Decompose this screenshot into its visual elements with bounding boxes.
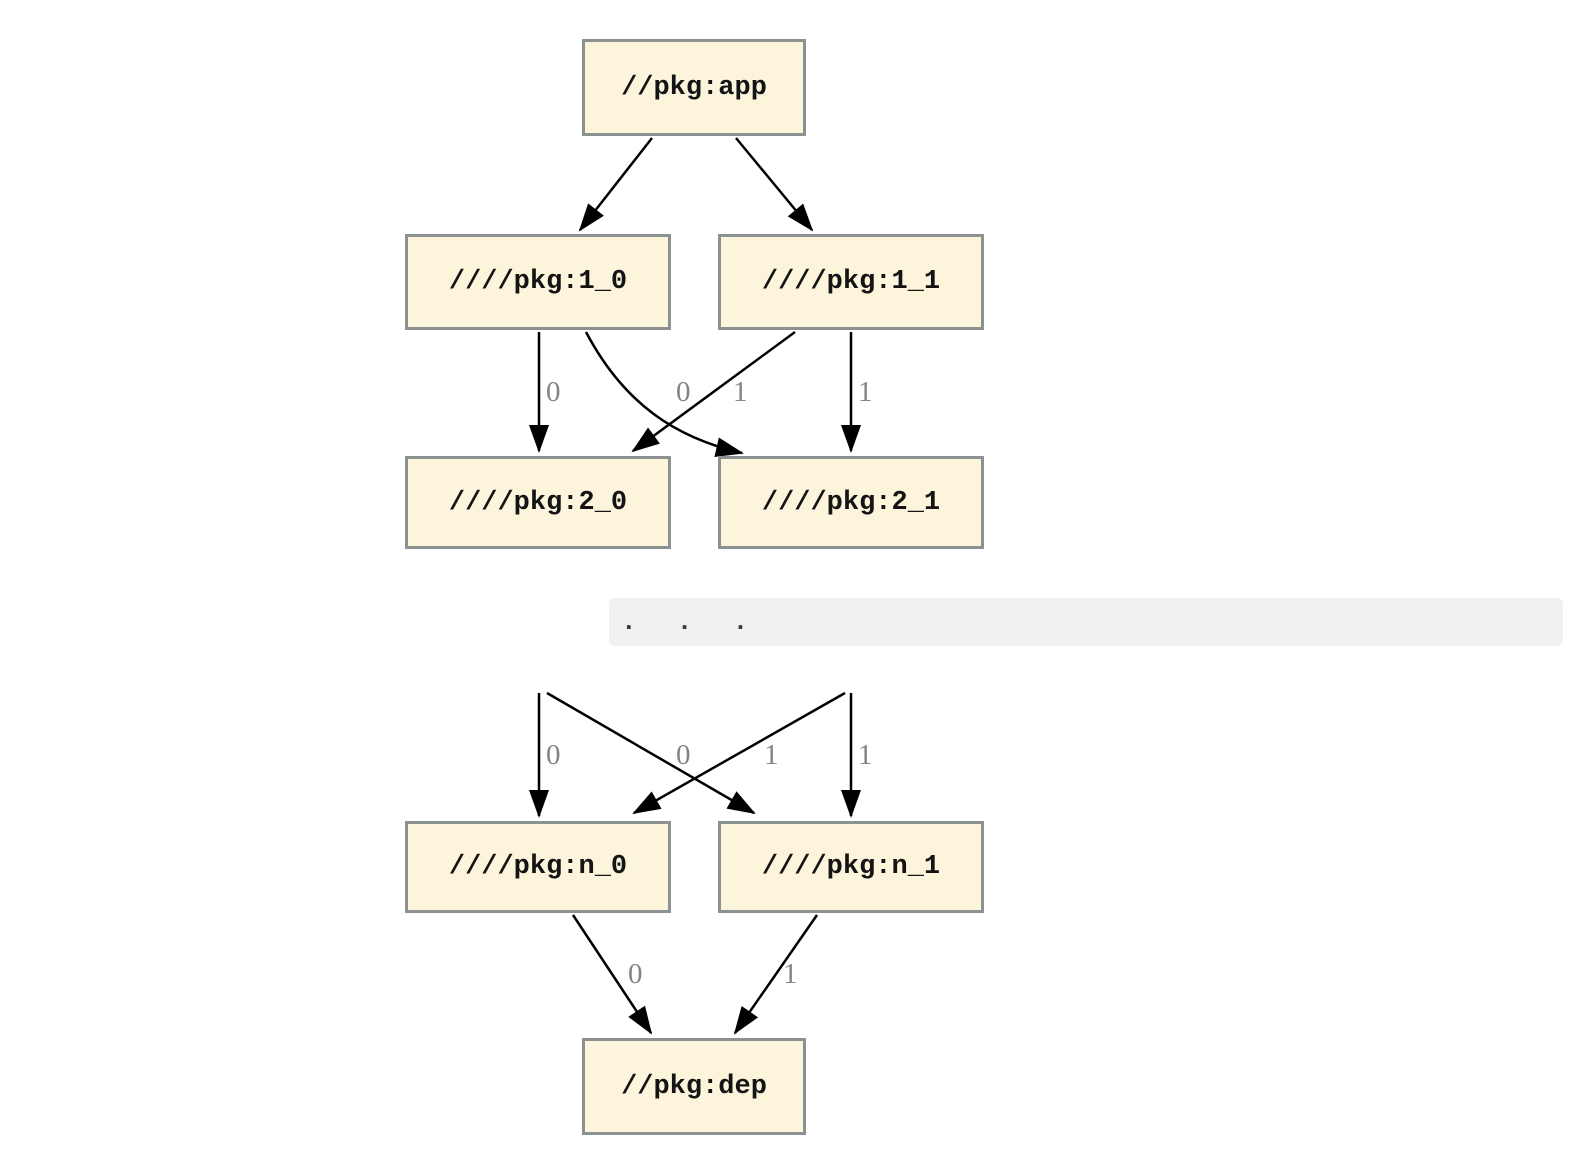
edge-prev-1-n-0	[632, 691, 846, 815]
node-pkg-2-0-label: ////pkg:2_0	[448, 487, 628, 518]
node-pkg-1-0-label: ////pkg:1_0	[448, 267, 628, 297]
node-pkg-2-1: ////pkg:2_1	[718, 456, 984, 549]
edge-label-n-0-dep: 0	[628, 958, 643, 990]
edge-label-1-1-2-1: 1	[858, 376, 873, 408]
edge-label-1-0-2-0: 0	[546, 376, 561, 408]
ellipsis-text: . . .	[621, 607, 752, 637]
edge-1-0-2-1	[584, 331, 744, 457]
edge-label-n-1-dep: 1	[783, 958, 798, 990]
edge-1-1-2-0	[631, 330, 796, 453]
node-pkg-2-0: ////pkg:2_0	[405, 456, 671, 549]
edge-n-1-dep	[733, 914, 819, 1035]
node-pkg-n-1-label: ////pkg:n_1	[761, 852, 941, 882]
node-pkg-2-1-label: ////pkg:2_1	[761, 487, 941, 518]
edge-prev-0-n-1	[546, 691, 756, 815]
node-pkg-1-1-label: ////pkg:1_1	[761, 267, 941, 297]
node-pkg-app-label: //pkg:app	[621, 72, 767, 103]
edge-label-1-1-2-0: 1	[733, 376, 748, 408]
edge-app-1-0	[578, 137, 653, 232]
edge-label-prev-1-n-1: 1	[858, 739, 873, 771]
ellipsis-band: . . .	[609, 598, 1563, 646]
edge-label-prev-0-n-1: 0	[676, 739, 691, 771]
node-pkg-n-0-label: ////pkg:n_0	[448, 852, 628, 882]
node-pkg-app: //pkg:app	[582, 39, 806, 136]
edge-n-0-dep	[571, 914, 653, 1035]
node-pkg-n-1: ////pkg:n_1	[718, 821, 984, 913]
node-pkg-n-0: ////pkg:n_0	[405, 821, 671, 913]
node-pkg-1-1: ////pkg:1_1	[718, 234, 984, 330]
edge-label-prev-0-n-0: 0	[546, 739, 561, 771]
node-pkg-1-0: ////pkg:1_0	[405, 234, 671, 330]
node-pkg-dep-label: //pkg:dep	[621, 1071, 767, 1102]
edge-label-1-0-2-1: 0	[676, 376, 691, 408]
edge-app-1-1	[735, 137, 814, 232]
edge-label-prev-1-n-0: 1	[764, 739, 779, 771]
node-pkg-dep: //pkg:dep	[582, 1038, 806, 1135]
